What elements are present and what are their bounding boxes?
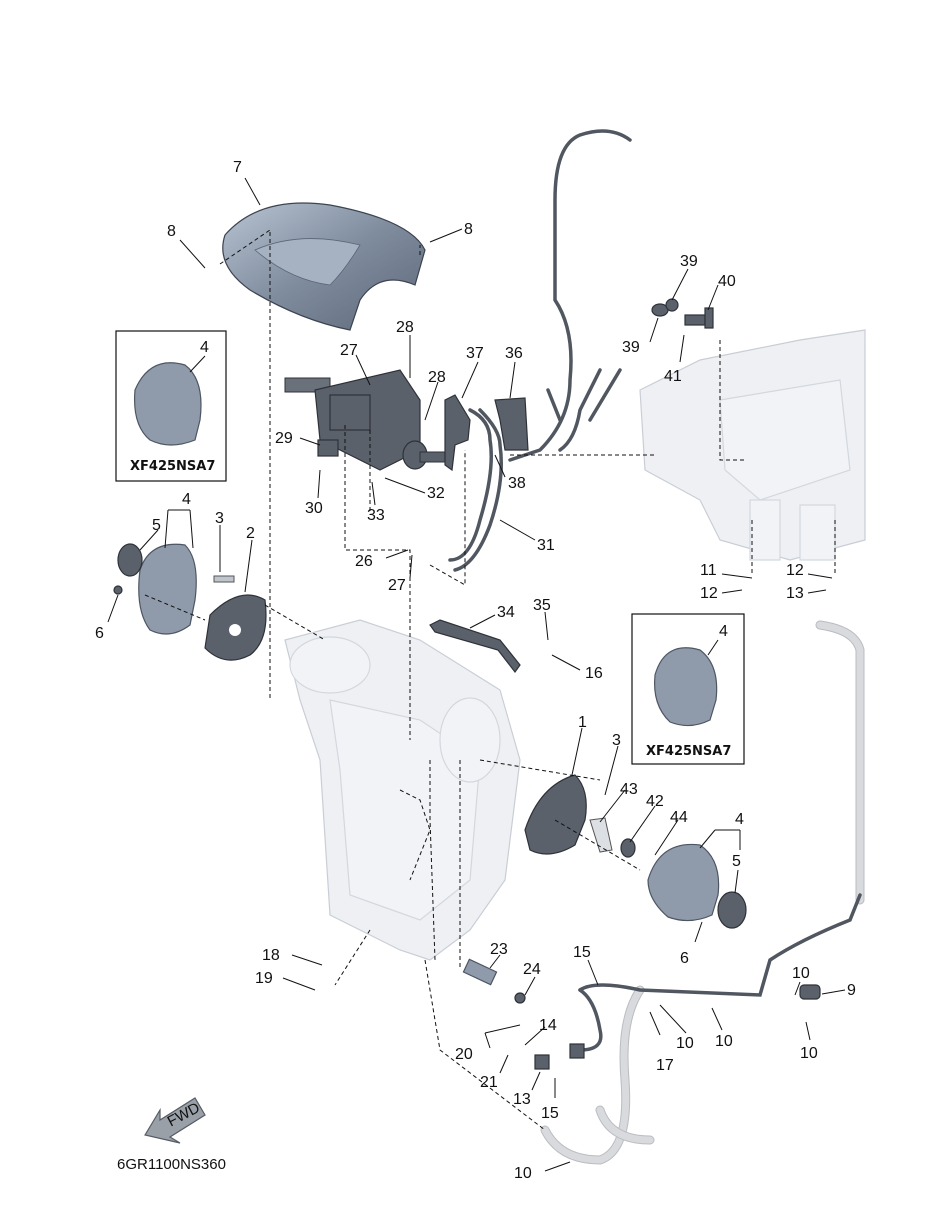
- callout-8-left: 8: [167, 223, 176, 240]
- callout-23: 23: [490, 941, 508, 958]
- side-cover-left-part: [113, 543, 267, 661]
- inset-part-label-upper: 4: [200, 339, 209, 356]
- callout-5-right: 5: [732, 853, 741, 870]
- callout-36: 36: [505, 345, 523, 362]
- callout-8-right: 8: [464, 221, 473, 238]
- callout-6-left: 6: [95, 625, 104, 642]
- callout-3-left: 3: [215, 510, 224, 527]
- callout-40: 40: [718, 273, 736, 290]
- callout-25: 27: [340, 342, 358, 359]
- fwd-arrow: FWD: [144, 1097, 206, 1144]
- callout-15-text-final: 15: [541, 1105, 559, 1122]
- callout-20: 19: [255, 970, 273, 987]
- callout-2: 2: [246, 525, 255, 542]
- callout-44: 44: [670, 809, 688, 826]
- callout-38: 38: [508, 475, 526, 492]
- callout-3-right: 3: [612, 732, 621, 749]
- motor-assembly-part: [284, 369, 451, 471]
- callout-13-text-final: 13: [513, 1091, 531, 1108]
- upper-cover-part: [222, 202, 426, 331]
- callout-12-right: 13: [786, 585, 804, 602]
- callout-10-d: 10: [800, 1045, 818, 1062]
- ghost-motor-bracket: [639, 329, 866, 561]
- callout-31: 31: [537, 537, 555, 554]
- callout-18: 17: [656, 1057, 674, 1074]
- inset-caption-upper: XF425NSA7: [130, 459, 215, 474]
- callout-28-top: 28: [396, 319, 414, 336]
- callout-14-text-final: 14: [539, 1017, 557, 1034]
- callout-6-right: 6: [680, 950, 689, 967]
- callout-28-bottom: 28: [428, 369, 446, 386]
- callout-39-top: 39: [680, 253, 698, 270]
- callout-29: 29: [275, 430, 293, 447]
- lower-wire-part: [462, 893, 862, 1070]
- callout-39-bottom: 39: [622, 339, 640, 356]
- callout-10-e: 10: [514, 1165, 532, 1182]
- callout-32: 32: [427, 485, 445, 502]
- callout-37: 37: [466, 345, 484, 362]
- stay-part: [429, 619, 521, 674]
- callout-22: 21: [480, 1074, 498, 1091]
- callout-30: 30: [305, 500, 323, 517]
- small-brackets-part: [651, 298, 714, 329]
- ghost-hose-assembly: [540, 620, 865, 1165]
- callout-35: 35: [533, 597, 551, 614]
- inset-cover-right-part: [653, 647, 718, 727]
- callout-17: 16: [585, 665, 603, 682]
- callout-34: 34: [497, 604, 515, 621]
- callout-4-left: 4: [182, 491, 191, 508]
- callout-11-left: 11: [700, 562, 717, 579]
- callout-33: 33: [367, 507, 385, 524]
- wire-harness-part: [508, 129, 632, 462]
- callout-4-right: 4: [735, 811, 744, 828]
- callout-21: 20: [455, 1046, 473, 1063]
- callout-10-c: 10: [792, 965, 810, 982]
- diagram-code: 6GR1100NS360: [117, 1156, 226, 1173]
- inset-box-upper-left: XF425NSA7 4: [115, 330, 227, 482]
- callout-11-right: 12: [786, 562, 804, 579]
- callout-43: 43: [620, 781, 638, 798]
- callout-12-left: 12: [700, 585, 718, 602]
- callout-27-text-final: 27: [388, 577, 406, 594]
- callout-19: 18: [262, 947, 280, 964]
- bracket-part: [444, 394, 529, 572]
- callout-42: 42: [646, 793, 664, 810]
- callout-16: 15: [573, 944, 591, 961]
- callout-26-text: 26: [355, 553, 373, 570]
- side-cover-right-part: [524, 774, 747, 929]
- callout-7: 7: [233, 159, 242, 176]
- callout-41: 41: [664, 368, 682, 385]
- callout-9: 9: [847, 982, 856, 999]
- ghost-gear-housing: [284, 619, 521, 961]
- callout-1: 1: [578, 714, 587, 731]
- callout-5-left: 5: [152, 517, 161, 534]
- inset-box-right: XF425NSA7 4: [631, 613, 745, 765]
- inset-caption-right: XF425NSA7: [646, 744, 731, 759]
- assembly-lines: [144, 229, 836, 1131]
- callout-10-a: 10: [676, 1035, 694, 1052]
- callout-24: 24: [523, 961, 541, 978]
- callouts: 7 8 8 27 28 28 29 30 32 33 37 36 38 31 2…: [95, 159, 856, 1182]
- callout-10-b: 10: [715, 1033, 733, 1050]
- inset-cover-upper-part: [133, 362, 202, 446]
- inset-part-label-right: 4: [719, 623, 728, 640]
